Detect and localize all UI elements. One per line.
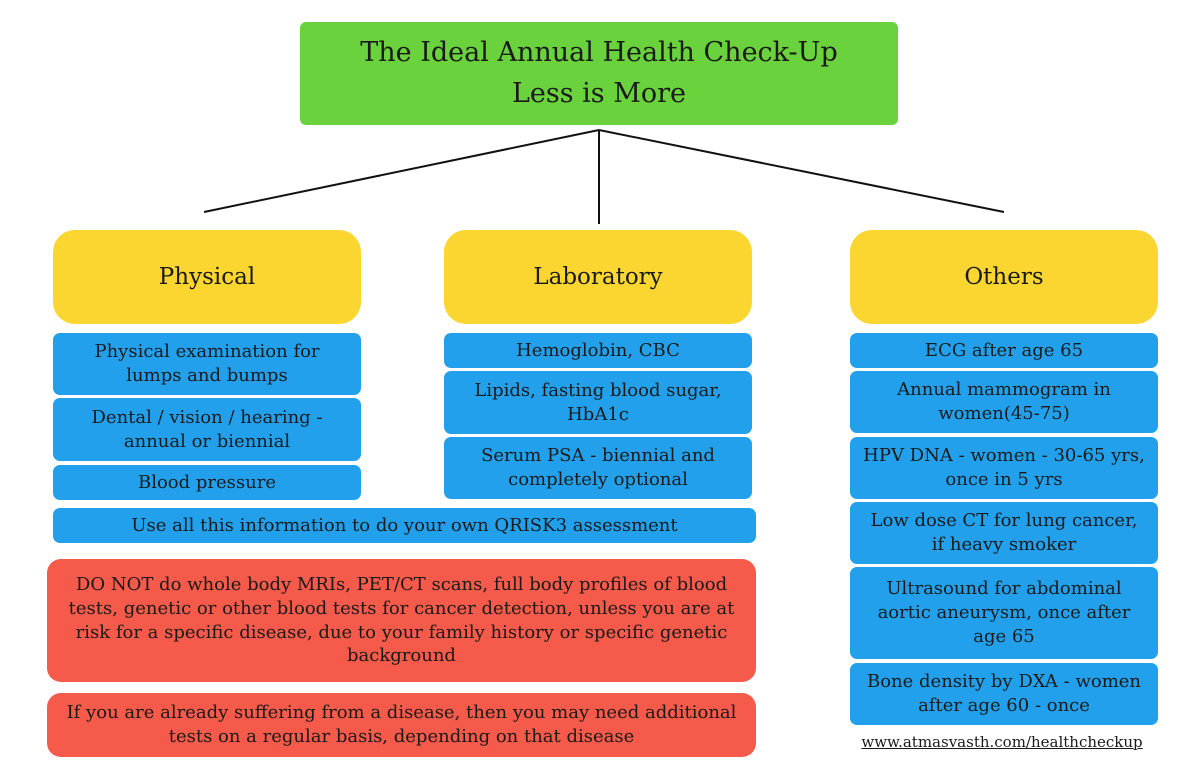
warning-no-whole-body-scans: DO NOT do whole body MRIs, PET/CT scans,… — [47, 559, 756, 682]
lab-item-hemoglobin: Hemoglobin, CBC — [444, 333, 752, 368]
others-item-ultrasound: Ultrasound for abdominal aortic aneurysm… — [850, 567, 1158, 659]
connector-physical — [203, 129, 600, 213]
others-item-ct: Low dose CT for lung cancer, if heavy sm… — [850, 502, 1158, 564]
title-box: The Ideal Annual Health Check-Up Less is… — [300, 22, 898, 125]
connector-others — [598, 129, 1005, 213]
title-line-2: Less is More — [511, 77, 687, 109]
title-line-1: The Ideal Annual Health Check-Up — [360, 37, 838, 68]
category-physical: Physical — [53, 230, 361, 324]
physical-item-blood-pressure: Blood pressure — [53, 465, 361, 500]
lab-item-psa: Serum PSA - biennial and completely opti… — [444, 437, 752, 499]
warning-existing-disease: If you are already suffering from a dise… — [47, 693, 756, 757]
footer-website-link[interactable]: www.atmasvasth.com/healthcheckup — [861, 733, 1143, 751]
category-laboratory: Laboratory — [444, 230, 752, 324]
lab-item-lipids: Lipids, fasting blood sugar, HbA1c — [444, 371, 752, 434]
qrisk-note: Use all this information to do your own … — [53, 508, 756, 543]
others-item-mammogram: Annual mammogram in women(45-75) — [850, 371, 1158, 433]
physical-item-exam: Physical examination for lumps and bumps — [53, 333, 361, 395]
category-others: Others — [850, 230, 1158, 324]
physical-item-dental: Dental / vision / hearing - annual or bi… — [53, 398, 361, 461]
others-item-hpv: HPV DNA - women - 30-65 yrs, once in 5 y… — [850, 437, 1158, 499]
others-item-bone-density: Bone density by DXA - women after age 60… — [850, 663, 1158, 725]
others-item-ecg: ECG after age 65 — [850, 333, 1158, 368]
